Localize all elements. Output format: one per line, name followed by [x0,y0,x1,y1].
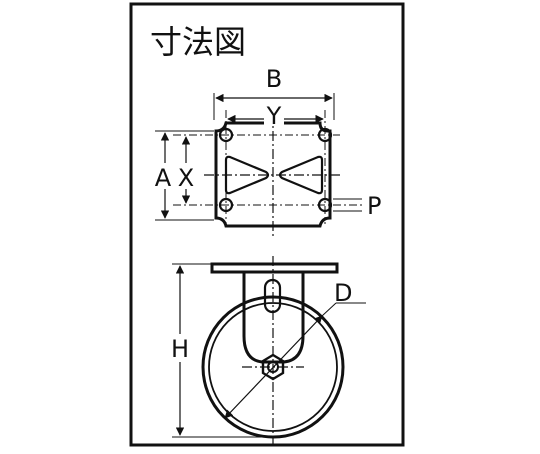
bolt-hole-bottom-right [317,197,333,213]
label-p: P [367,192,381,220]
drawing-title: 寸法図 [150,23,246,61]
bolt-hole-top-right [317,127,333,143]
bolt-hole-top-left [218,127,234,143]
label-x: X [178,164,194,192]
label-a: A [155,164,172,192]
dimension-p [333,198,362,212]
dimension-d [224,302,366,419]
outer-frame [129,2,405,447]
rib-left [224,155,270,195]
top-view [173,110,365,236]
label-b: B [266,65,282,93]
wheel-inner [208,302,338,432]
side-view [201,256,345,445]
bolt-hole-bottom-left [218,197,234,213]
axle-slot [263,278,282,314]
rib-right [278,155,324,195]
label-y: Y [266,102,282,130]
dimension-b [213,93,335,120]
label-d: D [334,279,352,307]
top-plate [210,262,339,274]
label-h: H [171,335,189,363]
